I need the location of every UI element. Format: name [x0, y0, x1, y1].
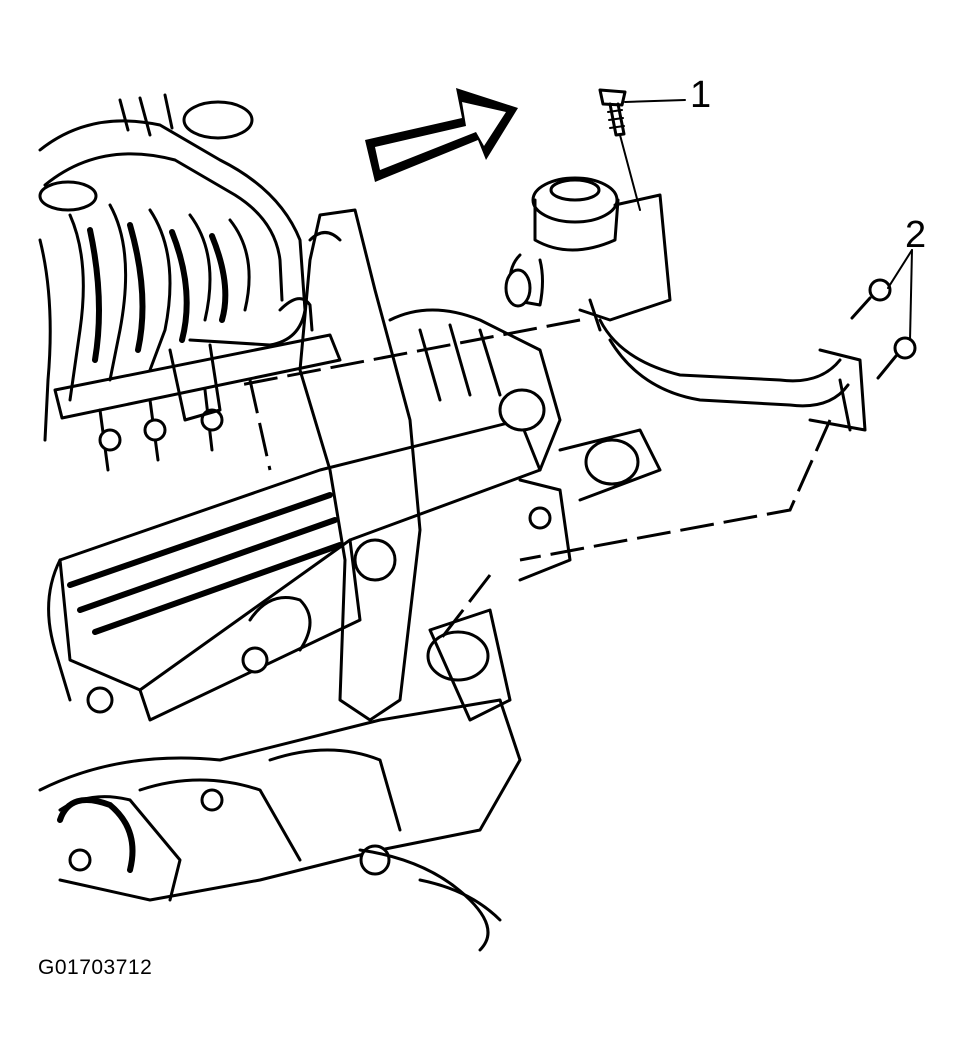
engine-block-rear	[388, 308, 662, 582]
callout-label-1: 1	[690, 74, 712, 116]
air-check-valve	[504, 176, 672, 332]
bolt-2-upper	[850, 278, 892, 320]
direction-arrow	[365, 88, 518, 182]
leader-lines	[619, 99, 913, 341]
valve-cover	[47, 418, 542, 722]
exhaust-manifold	[38, 698, 522, 952]
air-pipe	[598, 318, 867, 432]
bolt-2-lower	[876, 336, 917, 380]
callout-label-2: 2	[905, 214, 927, 256]
support-bracket	[298, 208, 512, 722]
alignment-dashes	[239, 318, 832, 641]
bolt-1	[598, 88, 627, 137]
intake-manifold	[38, 93, 314, 442]
figure-id: G01703712	[38, 956, 153, 979]
fuel-rail	[53, 333, 342, 472]
